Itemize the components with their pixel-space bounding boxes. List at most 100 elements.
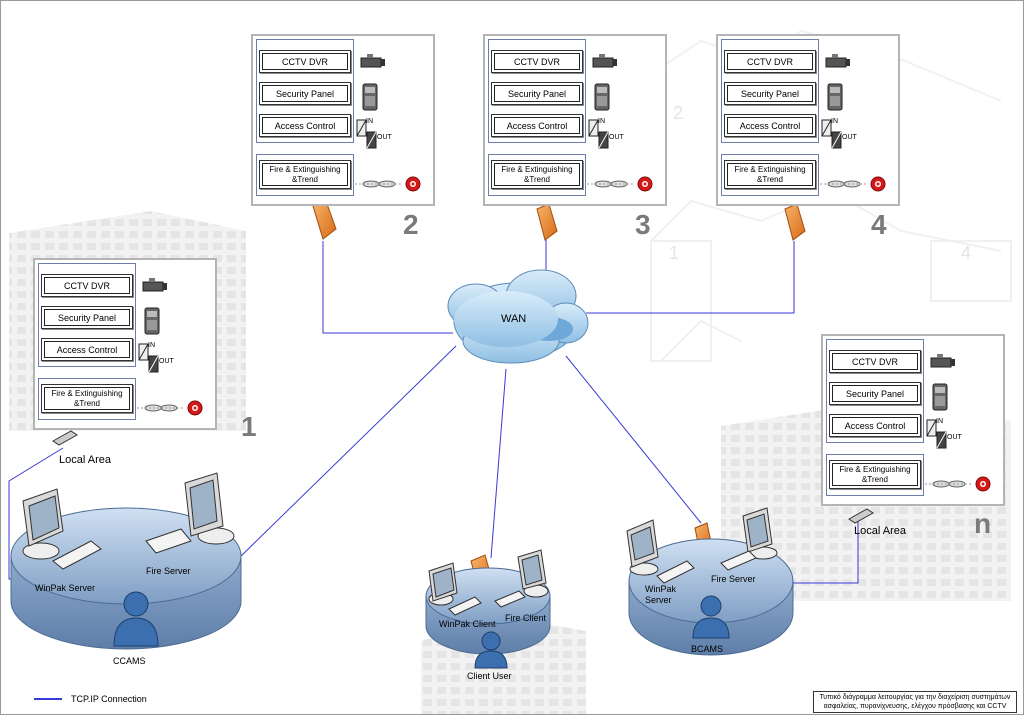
tcp-ip-links (8, 239, 859, 584)
fire-extinguishing-label: Fire & Extinguishing &Trend (832, 463, 918, 486)
ccams-fire-server-label: Fire Server (146, 566, 191, 576)
door-out-label: OUT (159, 358, 174, 365)
fire-extinguishing-device: Fire & Extinguishing &Trend (41, 384, 133, 413)
door-in-label: IN (831, 118, 838, 125)
client-keyboard-1 (448, 596, 482, 616)
security-panel-label: Security Panel (44, 309, 130, 326)
bcams-keyboard-2 (720, 550, 757, 571)
cctv-dvr-label: CCTV DVR (832, 353, 918, 370)
bcams-user-icon (692, 595, 730, 639)
smoke-detector-icon (587, 180, 633, 188)
fire-group (826, 454, 924, 496)
smoke-detector-icon (820, 180, 866, 188)
cctv-camera-icon (930, 354, 955, 368)
door-in-icon (821, 119, 832, 137)
smoke-detector-icon (137, 404, 183, 412)
fire-extinguishing-label: Fire & Extinguishing &Trend (262, 163, 348, 186)
access-control-label: Access Control (262, 117, 348, 134)
fire-alarm-bell-icon (870, 176, 886, 192)
smoke-detector-icon (355, 180, 401, 188)
firewall-icon-4 (784, 203, 806, 241)
access-control-label: Access Control (832, 417, 918, 434)
fire-group (721, 154, 819, 196)
fire-extinguishing-device: Fire & Extinguishing &Trend (259, 160, 351, 189)
bcams-keyboard-1 (656, 560, 695, 584)
device-group (256, 39, 354, 143)
cctv-camera-icon (360, 54, 385, 68)
door-out-icon (598, 131, 609, 149)
cctv-camera-icon (142, 278, 167, 292)
bcams-server-label: Server (645, 595, 672, 605)
security-panel-label: Security Panel (262, 85, 348, 102)
site-number-1: 1 (241, 411, 257, 442)
fire-group (38, 378, 136, 420)
security-panel-device: Security Panel (724, 82, 816, 105)
client-monitor-1 (428, 562, 458, 606)
site-number-3: 3 (635, 209, 651, 240)
cctv-dvr-label: CCTV DVR (44, 277, 130, 294)
door-out-label: OUT (842, 134, 857, 141)
fire-client-label: Fire Client (505, 613, 547, 623)
cctv-dvr-device: CCTV DVR (41, 274, 133, 297)
caption-line-2: ασφαλείας, πυρανίχνευσης, ελέγχου πρόσβα… (823, 703, 1007, 710)
firewall-icon-3 (536, 203, 558, 241)
site-panel-1: CCTV DVR Security Panel Access Control F… (33, 258, 217, 430)
access-control-device: Access Control (259, 114, 351, 137)
access-control-label: Access Control (44, 341, 130, 358)
access-control-label: Access Control (494, 117, 580, 134)
device-group (38, 263, 136, 367)
fire-alarm-bell-icon (405, 176, 421, 192)
door-in-label: IN (598, 118, 605, 125)
site-panel-2: CCTV DVR Security Panel Access Control F… (251, 34, 435, 206)
fire-extinguishing-label: Fire & Extinguishing &Trend (44, 387, 130, 410)
keypad-icon (827, 83, 843, 111)
security-panel-label: Security Panel (727, 85, 813, 102)
fire-extinguishing-device: Fire & Extinguishing &Trend (724, 160, 816, 189)
security-panel-label: Security Panel (494, 85, 580, 102)
door-in-icon (588, 119, 599, 137)
door-in-label: IN (366, 118, 373, 125)
legend-line (34, 698, 62, 700)
diagram-caption: Τυπικό διάγραμμα λειτουργίας για την δια… (813, 691, 1017, 713)
door-in-icon (138, 343, 149, 361)
bg-number-1: 1 (669, 243, 679, 263)
fire-group (256, 154, 354, 196)
ccams-user-icon (113, 591, 159, 647)
bcams-fire-server-label: Fire Server (711, 574, 756, 584)
panel-device-icons (925, 354, 991, 492)
ccams-label: CCAMS (113, 656, 146, 666)
site-number-2: 2 (403, 209, 419, 240)
site-number-n: n (974, 508, 992, 539)
access-control-device: Access Control (829, 414, 921, 437)
door-in-label: IN (936, 418, 943, 425)
network-switch-icon-1 (52, 430, 78, 446)
cctv-dvr-label: CCTV DVR (494, 53, 580, 70)
fire-extinguishing-device: Fire & Extinguishing &Trend (491, 160, 583, 189)
device-group (721, 39, 819, 143)
door-out-icon (366, 131, 377, 149)
wan-label: WAN (501, 313, 527, 325)
client-user-icon (474, 631, 508, 669)
cctv-dvr-device: CCTV DVR (491, 50, 583, 73)
legend-label: TCP.IP Connection (71, 694, 147, 704)
door-out-label: OUT (609, 134, 624, 141)
cctv-dvr-device: CCTV DVR (724, 50, 816, 73)
door-out-icon (831, 131, 842, 149)
client-monitor-2 (517, 549, 549, 598)
keypad-icon (594, 83, 610, 111)
wan-cloud-icon (447, 269, 589, 364)
local-area-label-n: Local Area (854, 525, 906, 537)
door-out-label: OUT (947, 434, 962, 441)
cctv-dvr-label: CCTV DVR (727, 53, 813, 70)
caption-line-1: Τυπικό διάγραμμα λειτουργίας για την δια… (819, 694, 1011, 701)
panel-device-icons (587, 54, 653, 192)
bcams-winpak-label: WinPak (645, 584, 677, 594)
door-out-label: OUT (377, 134, 392, 141)
site-number-4: 4 (871, 209, 887, 240)
cctv-camera-icon (825, 54, 850, 68)
fire-alarm-bell-icon (975, 476, 991, 492)
access-control-label: Access Control (727, 117, 813, 134)
cctv-dvr-label: CCTV DVR (262, 53, 348, 70)
fire-extinguishing-label: Fire & Extinguishing &Trend (727, 163, 813, 186)
